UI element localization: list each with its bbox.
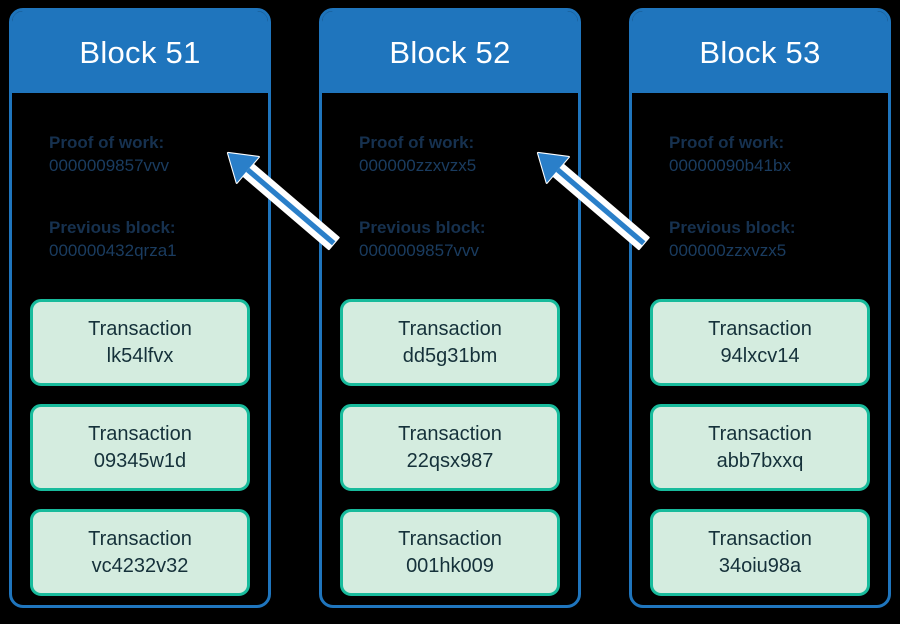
transaction-label: Transaction <box>398 318 502 341</box>
previous-block-field: Previous block: 000000zzxvzx5 <box>669 217 878 262</box>
proof-of-work-field: Proof of work: 0000009857vvv <box>49 132 258 177</box>
transaction-box[interactable]: Transaction 001hk009 <box>340 509 560 596</box>
transaction-hash: 22qsx987 <box>406 449 494 472</box>
transaction-label: Transaction <box>708 318 812 341</box>
previous-block-value: 000000zzxvzx5 <box>669 241 787 261</box>
transaction-hash: 94lxcv14 <box>720 344 800 367</box>
previous-block-field: Previous block: 000000432qrza1 <box>49 217 258 262</box>
transaction-label: Transaction <box>708 423 812 446</box>
previous-block-label: Previous block: <box>49 218 176 237</box>
transaction-box[interactable]: Transaction 09345w1d <box>30 404 250 491</box>
block-body-53: Proof of work: 00000090b41bx Previous bl… <box>632 93 888 605</box>
transaction-hash: 001hk009 <box>406 554 494 577</box>
block-title: Block 53 <box>699 34 821 70</box>
proof-of-work-value: 000000zzxvzx5 <box>359 156 477 176</box>
previous-block-label: Previous block: <box>359 218 486 237</box>
block-body-52: Proof of work: 000000zzxvzx5 Previous bl… <box>322 93 578 605</box>
transaction-label: Transaction <box>88 528 192 551</box>
proof-of-work-label: Proof of work: <box>669 133 785 152</box>
transaction-label: Transaction <box>88 423 192 446</box>
proof-of-work-field: Proof of work: 000000zzxvzx5 <box>359 132 568 177</box>
transaction-box[interactable]: Transaction dd5g31bm <box>340 299 560 386</box>
transaction-list: Transaction lk54lfvx Transaction 09345w1… <box>30 299 250 605</box>
previous-block-field: Previous block: 0000009857vvv <box>359 217 568 262</box>
transaction-hash: 09345w1d <box>93 449 187 472</box>
proof-of-work-value: 00000090b41bx <box>669 156 791 176</box>
transaction-hash: 34oiu98a <box>718 554 802 577</box>
block-card-52[interactable]: Block 52 Proof of work: 000000zzxvzx5 Pr… <box>319 8 581 608</box>
block-card-51[interactable]: Block 51 Proof of work: 0000009857vvv Pr… <box>9 8 271 608</box>
transaction-hash: dd5g31bm <box>402 344 498 367</box>
block-header-53: Block 53 <box>632 11 888 93</box>
block-header-52: Block 52 <box>322 11 578 93</box>
transaction-list: Transaction dd5g31bm Transaction 22qsx98… <box>340 299 560 605</box>
transaction-box[interactable]: Transaction 34oiu98a <box>650 509 870 596</box>
block-body-51: Proof of work: 0000009857vvv Previous bl… <box>12 93 268 605</box>
proof-of-work-value: 0000009857vvv <box>49 156 170 176</box>
proof-of-work-label: Proof of work: <box>359 133 475 152</box>
previous-block-label: Previous block: <box>669 218 796 237</box>
transaction-box[interactable]: Transaction vc4232v32 <box>30 509 250 596</box>
transaction-hash: lk54lfvx <box>106 344 174 367</box>
block-card-53[interactable]: Block 53 Proof of work: 00000090b41bx Pr… <box>629 8 891 608</box>
block-header-51: Block 51 <box>12 11 268 93</box>
block-title: Block 52 <box>389 34 511 70</box>
transaction-label: Transaction <box>88 318 192 341</box>
transaction-label: Transaction <box>708 528 812 551</box>
previous-block-value: 0000009857vvv <box>359 241 480 261</box>
transaction-label: Transaction <box>398 423 502 446</box>
previous-block-value: 000000432qrza1 <box>49 241 177 261</box>
block-title: Block 51 <box>79 34 201 70</box>
transaction-box[interactable]: Transaction 94lxcv14 <box>650 299 870 386</box>
transaction-hash: abb7bxxq <box>716 449 804 472</box>
transaction-box[interactable]: Transaction 22qsx987 <box>340 404 560 491</box>
transaction-box[interactable]: Transaction lk54lfvx <box>30 299 250 386</box>
transaction-list: Transaction 94lxcv14 Transaction abb7bxx… <box>650 299 870 605</box>
transaction-hash: vc4232v32 <box>91 554 189 577</box>
proof-of-work-label: Proof of work: <box>49 133 165 152</box>
transaction-label: Transaction <box>398 528 502 551</box>
proof-of-work-field: Proof of work: 00000090b41bx <box>669 132 878 177</box>
transaction-box[interactable]: Transaction abb7bxxq <box>650 404 870 491</box>
